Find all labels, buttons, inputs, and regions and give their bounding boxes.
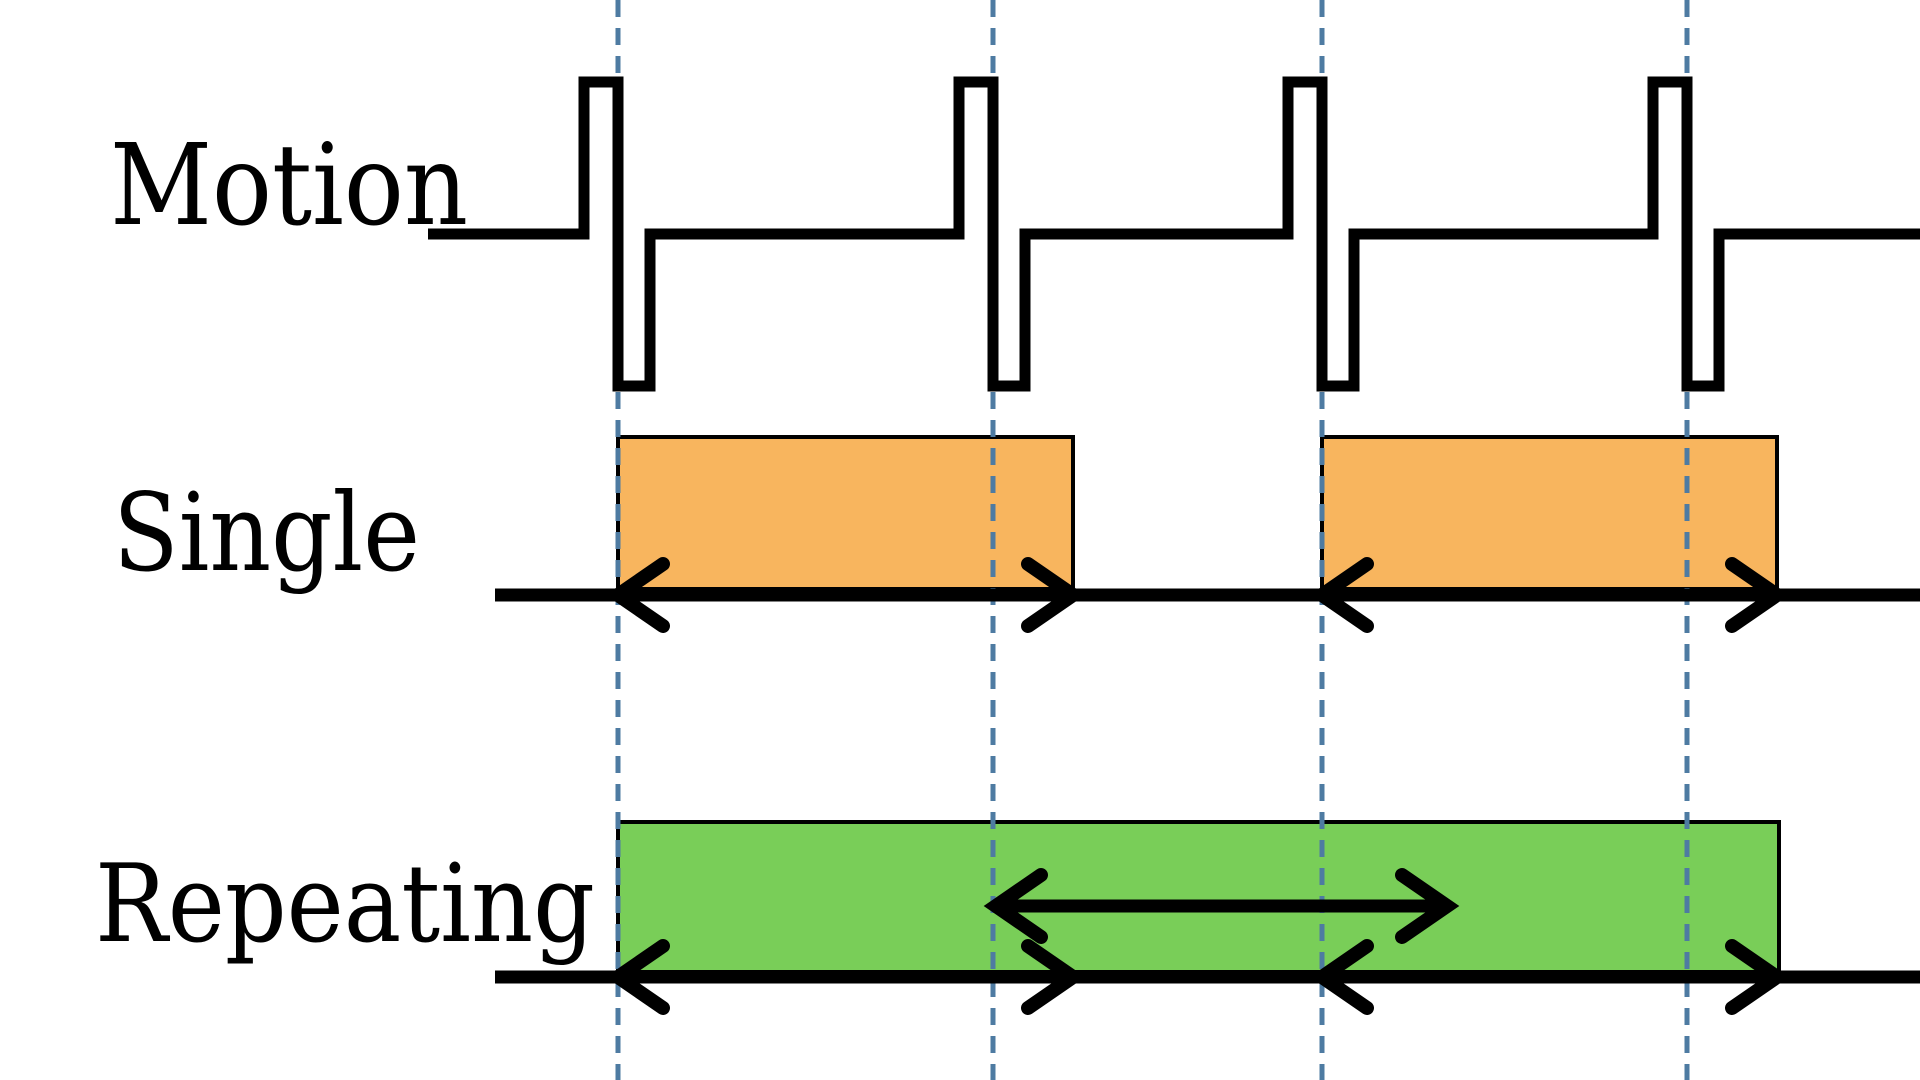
single-duration-arrow-right bbox=[1725, 557, 1790, 633]
repeat-restart-arrow-right bbox=[1395, 868, 1460, 944]
single-duration-arrow-right bbox=[1021, 557, 1086, 633]
repeating-duration-arrow-left bbox=[1309, 939, 1374, 1015]
repeating-duration-arrow-left bbox=[605, 939, 670, 1015]
repeating-duration-arrow-right bbox=[1725, 939, 1790, 1015]
single-duration-arrow-left bbox=[1309, 557, 1374, 633]
motion-waveform bbox=[428, 76, 1920, 392]
repeating-timer-bar bbox=[616, 820, 1781, 974]
repeat-restart-arrow-left bbox=[983, 868, 1048, 944]
single-row-label: Single bbox=[113, 471, 420, 596]
ink-layer bbox=[428, 76, 1920, 1015]
timer-bars-layer bbox=[616, 435, 1781, 974]
motion-row-label: Motion bbox=[110, 121, 468, 251]
single-timer-bar bbox=[1320, 435, 1779, 591]
single-timer-bar bbox=[616, 435, 1075, 591]
repeating-row-label: Repeating bbox=[95, 842, 595, 967]
repeating-duration-arrow-right bbox=[1021, 939, 1086, 1015]
single-duration-arrow-left bbox=[605, 557, 670, 633]
